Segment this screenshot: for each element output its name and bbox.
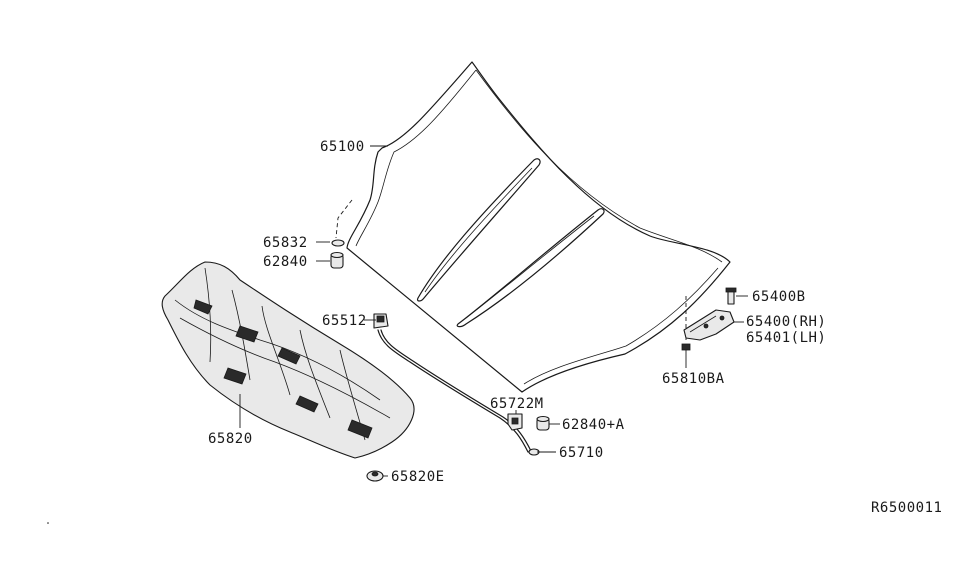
bumper-rubber-part [330,251,344,269]
release-cable [377,329,529,453]
leader-lines [239,145,748,477]
label-bumper-rubber: 62840 [263,254,308,270]
label-cable-clip: 65512 [322,313,367,329]
label-hood: 65100 [320,139,365,155]
hinge-part [683,309,735,341]
label-hinge-lh: 65401(LH) [746,330,826,346]
label-bumper-rubber-a: 62840+A [562,417,625,433]
hinge-nut-part [681,343,691,351]
label-hood-insulator: 65820 [208,431,253,447]
label-lock-bracket: 65722M [490,396,544,412]
hood-panel [346,61,731,393]
label-release-cable: 65710 [559,445,604,461]
label-hinge-nut: 65810BA [662,371,725,387]
hinge-bolt-part [725,287,737,305]
insulator-clip-part [366,470,384,482]
corner-dot [47,522,49,524]
hood-insulator-part [161,261,415,459]
lock-bracket-part [507,413,523,431]
label-hinge-rh: 65400(RH) [746,314,826,330]
bumper-rubber-a-part [536,415,550,431]
label-hinge-bolt: 65400B [752,289,806,305]
cable-clip-part [373,313,389,329]
label-insulator-clip: 65820E [391,469,445,485]
assembly-line-seal [335,199,353,239]
seal-part [331,239,345,247]
reference-code: R6500011 [871,500,942,516]
label-hood-seal: 65832 [263,235,308,251]
release-cable-outer [380,329,532,452]
